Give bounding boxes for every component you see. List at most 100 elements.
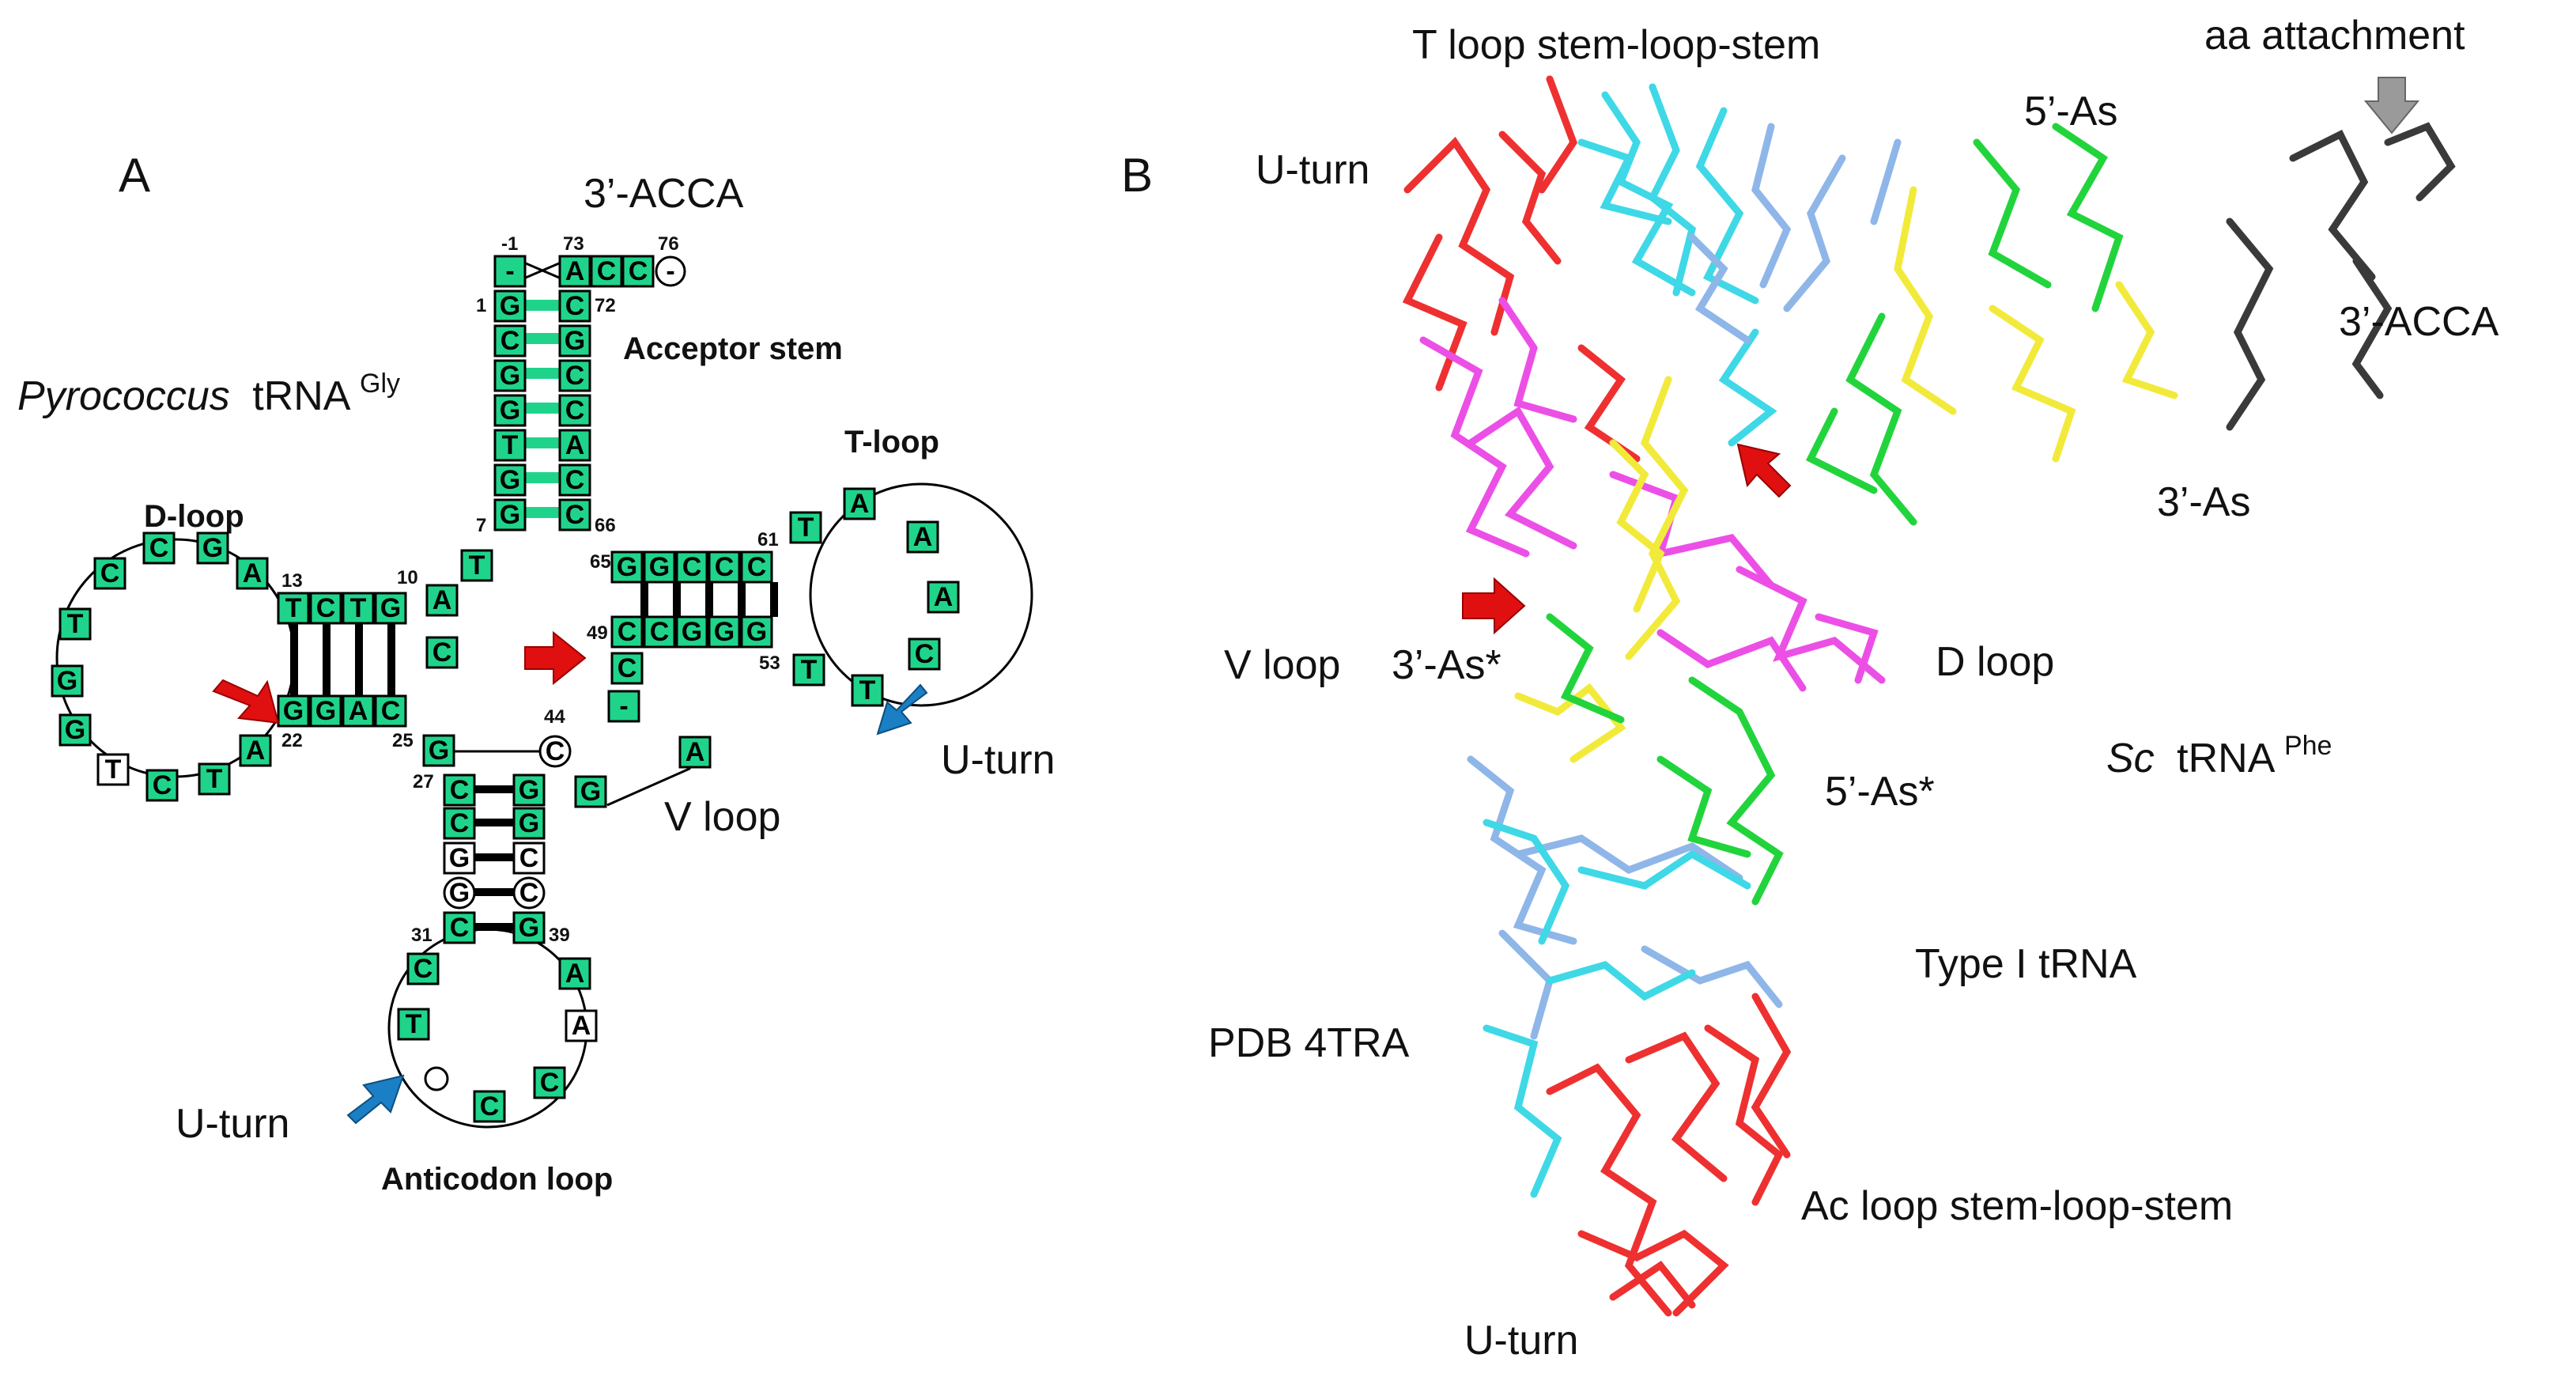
t-loop-sls-strands <box>1577 83 1777 447</box>
nt: T <box>469 550 485 581</box>
pdb-label: PDB 4TRA <box>1208 1020 1410 1066</box>
nt: - <box>505 256 514 286</box>
nt: C <box>715 552 735 582</box>
nt: G <box>500 291 520 321</box>
t-loop-label: T-loop <box>844 425 939 460</box>
pos-num: 10 <box>397 567 418 588</box>
nt: C <box>565 465 585 495</box>
u-turn-label-ac: U-turn <box>176 1101 289 1147</box>
three-as-label: 3’-As <box>2157 479 2250 525</box>
nt: T <box>406 1009 422 1039</box>
circled-nt <box>538 735 572 768</box>
connector-nts: T A - A G <box>425 549 712 808</box>
nt: G <box>429 736 449 766</box>
nt: C <box>432 637 452 668</box>
nt: T <box>105 755 122 785</box>
pos-num: 44 <box>544 706 565 728</box>
nt: C <box>153 770 172 800</box>
nt: C <box>618 653 637 683</box>
ac-loop-sls-strands <box>1546 993 1792 1317</box>
ac-stem-bonds <box>474 785 514 931</box>
acceptor-5prime-column: - G C G G T G G <box>493 255 527 531</box>
nt: T <box>285 593 302 623</box>
five-as-star-label: 5’-As* <box>1825 769 1935 815</box>
nt: C <box>316 593 336 623</box>
pos-num: 7 <box>476 515 486 536</box>
d-stem: T C T G G G A C <box>277 592 407 728</box>
ac-loop-nts: C T C C A A <box>397 952 598 1123</box>
nt: A <box>243 558 263 588</box>
blue-arrow-icon <box>346 1074 405 1125</box>
nt: G <box>500 500 520 530</box>
acceptor-stem-label: Acceptor stem <box>623 331 843 366</box>
t-loop-sls-strands-alt <box>1688 123 1902 344</box>
panel-a: A 3’-ACCA Pyrococcus tRNA Gly Acceptor s… <box>17 149 1055 1197</box>
nt: G <box>57 666 77 696</box>
acceptor-3prime-column: A C G C C A C C <box>558 255 591 531</box>
aa-attachment-label: aa attachment <box>2204 13 2465 59</box>
d-loop-nts: A G C C T G G T C T A <box>51 531 272 802</box>
acca-label: 3’-ACCA <box>584 171 744 217</box>
d-loop-label-b: D loop <box>1936 639 2054 685</box>
nt: G <box>617 552 637 582</box>
d-loop-strands <box>1419 297 1886 692</box>
nt: G <box>519 775 539 805</box>
pos-num: 49 <box>587 622 608 644</box>
nt: A <box>349 696 368 726</box>
pos-num: 39 <box>549 925 570 946</box>
nt: C <box>915 639 935 669</box>
nt: G <box>202 533 223 563</box>
nt: C <box>450 775 470 805</box>
nt: C <box>100 558 120 588</box>
nt: C <box>618 617 637 647</box>
nt: A <box>432 585 452 615</box>
v-loop-label: V loop <box>664 794 780 840</box>
nt: A <box>572 1011 591 1041</box>
nt: - <box>619 691 628 721</box>
v-loop-label-b: V loop <box>1224 642 1340 688</box>
nt: G <box>500 465 520 495</box>
nt: C <box>546 736 565 766</box>
nt: G <box>65 715 85 745</box>
nt: C <box>565 500 585 530</box>
organism-name: Pyrococcus <box>17 373 230 419</box>
nt: C <box>629 256 648 286</box>
red-arrow-icon <box>1462 577 1526 635</box>
nt: C <box>747 552 767 582</box>
nt: G <box>649 552 670 582</box>
red-arrow-icon <box>212 679 280 724</box>
three-acca-label: 3’-ACCA <box>2339 299 2499 345</box>
pos-num: 65 <box>590 551 611 573</box>
d-loop-label: D-loop <box>144 499 244 534</box>
nt: T <box>859 675 876 705</box>
anticodon-loop-label: Anticodon loop <box>381 1162 613 1197</box>
nt: T <box>801 655 818 685</box>
nt: C <box>381 696 401 726</box>
nt: C <box>540 1068 560 1098</box>
ac-loop-sls-label: Ac loop stem-loop-stem <box>1801 1183 2233 1229</box>
u-turn-top-label: U-turn <box>1256 147 1369 193</box>
molecule-superscript-b: Phe <box>2284 731 2332 761</box>
five-as-strands <box>1546 123 2124 906</box>
lower-stem-strands <box>1467 755 1783 1040</box>
pos-num: -1 <box>501 233 518 255</box>
acceptor-bonds <box>519 259 565 518</box>
u-turn-label-t: U-turn <box>941 737 1055 783</box>
nt: C <box>519 878 539 908</box>
nt: C <box>565 361 585 391</box>
nt: A <box>565 430 585 460</box>
nt: A <box>565 256 585 286</box>
pos-num: 1 <box>476 295 486 316</box>
pos-num: 76 <box>658 233 679 255</box>
nt: G <box>500 361 520 391</box>
nt: A <box>934 582 954 612</box>
nt: A <box>246 736 266 766</box>
nt: G <box>449 878 470 908</box>
molecule-structure <box>1402 75 2456 1317</box>
five-as-label: 5’-As <box>2024 89 2117 134</box>
nt: G <box>449 843 470 873</box>
svg-text:-: - <box>666 256 674 286</box>
molecule-superscript: Gly <box>360 369 400 399</box>
nt: A <box>686 737 705 767</box>
blue-arrow-icon <box>876 683 928 736</box>
